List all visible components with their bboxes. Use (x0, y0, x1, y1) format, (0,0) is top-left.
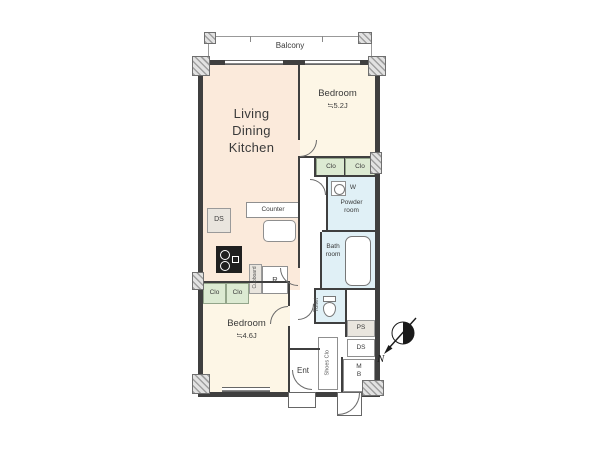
window (222, 387, 270, 392)
wall (320, 232, 322, 290)
compass-arrowhead (384, 345, 393, 354)
washing-machine (331, 181, 346, 196)
closet-label: Clo (209, 289, 220, 296)
toilet-label: Toilet (314, 298, 320, 313)
wall-hatch (362, 380, 384, 396)
kitchen-sink (263, 220, 296, 242)
washing-machine-drum (334, 184, 345, 195)
duct-space-kitchen-label: DS (214, 216, 224, 223)
wall-hatch (370, 152, 382, 174)
bay-window (288, 392, 316, 408)
shoes-closet-label: Shoes Clo (324, 350, 331, 376)
duct-space-label: DS (356, 344, 366, 351)
wall (288, 326, 290, 392)
wall (314, 288, 375, 290)
bath-room-label: Bath room (325, 243, 341, 259)
pipe-space-box (347, 320, 375, 337)
wall (298, 65, 300, 140)
bedroom1-label: Bedroom (318, 88, 357, 99)
bedroom2-label: Bedroom (227, 318, 266, 329)
closet-label: Clo (355, 163, 365, 170)
window (305, 60, 360, 65)
wall-hatch (192, 374, 210, 394)
refrigerator-label: R (272, 275, 278, 284)
stove-burner (220, 261, 230, 271)
wall (314, 158, 316, 177)
wall (341, 357, 343, 392)
wall-hatch (358, 32, 372, 44)
stove-burner (220, 250, 230, 260)
compass-needle (388, 317, 417, 349)
counter-label: Counter (261, 206, 285, 213)
wall-hatch (192, 56, 210, 76)
closet-label: Clo (232, 289, 243, 296)
wall (203, 281, 290, 283)
bedroom1-size: ≒5.2J (327, 101, 348, 110)
toilet-tank (323, 296, 336, 302)
closet-3 (203, 283, 226, 304)
meter-box-label: M B (356, 363, 362, 379)
wall (298, 156, 375, 158)
cupboard-label: Cupboard (252, 266, 258, 289)
ldk-label: Living Dining Kitchen (228, 106, 275, 155)
bedroom2-size: ≒4.6J (236, 331, 257, 340)
wall (288, 281, 290, 306)
toilet-bowl (323, 302, 336, 317)
wall (344, 158, 345, 177)
bathtub (345, 236, 371, 286)
duct-space-kitchen (207, 208, 231, 233)
cupboard-box (249, 264, 262, 294)
entrance-label: Ent (296, 366, 309, 375)
wall-hatch (204, 32, 216, 44)
stove-grill (232, 256, 239, 263)
wall (314, 288, 316, 324)
closet-label: Clo (326, 163, 336, 170)
compass: N (376, 317, 417, 365)
duct-space-box (347, 339, 375, 357)
closet-4 (226, 283, 249, 304)
compass-north-label: N (376, 353, 385, 365)
wall (314, 175, 375, 177)
wall (314, 322, 347, 324)
powder-room-label: Powder room (340, 199, 363, 215)
window (225, 60, 283, 65)
balcony-label: Balcony (275, 41, 305, 50)
balcony-rail-tick (322, 36, 323, 42)
washer-label: W (349, 184, 357, 191)
balcony-rail-tick (250, 36, 251, 42)
wall (322, 230, 375, 232)
wall (298, 158, 300, 268)
wall-hatch (192, 272, 204, 290)
wall (326, 177, 328, 232)
wall (290, 348, 320, 350)
wall (345, 288, 347, 337)
wall-hatch (368, 56, 386, 76)
shoes-closet-box (318, 337, 338, 390)
compass-half-fill (403, 322, 414, 344)
pipe-space-label: PS (356, 324, 366, 331)
stove (216, 246, 242, 273)
